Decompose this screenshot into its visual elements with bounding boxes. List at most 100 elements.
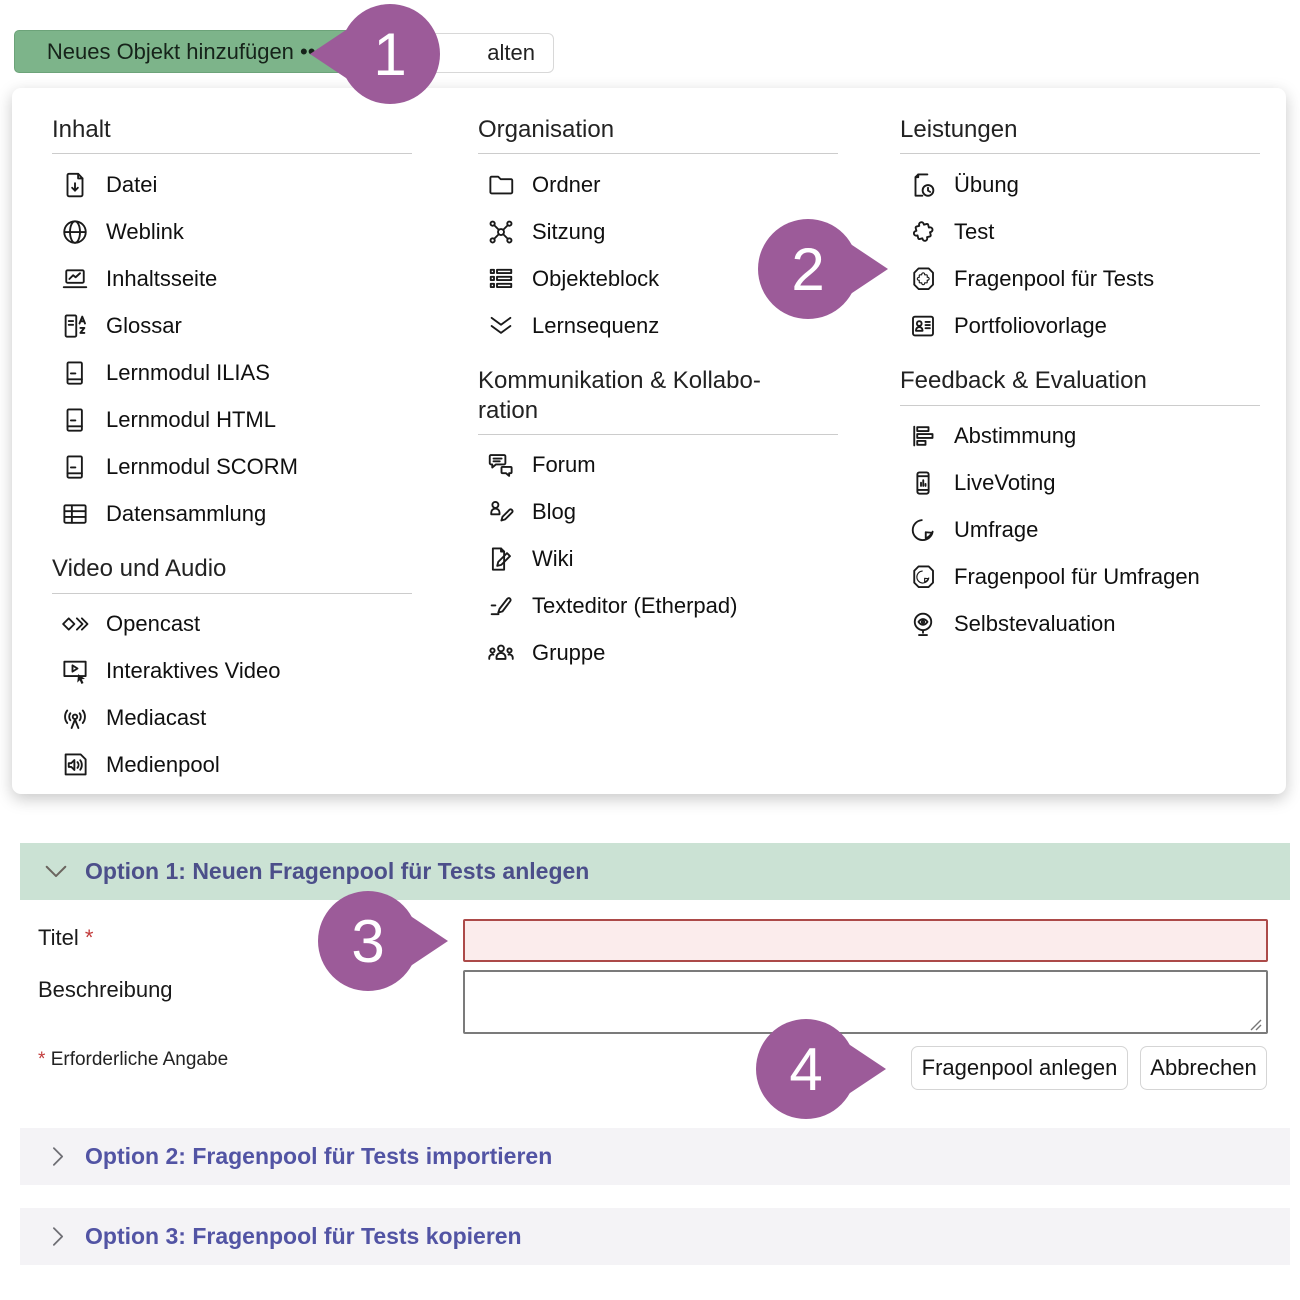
- forum-icon: [486, 450, 516, 480]
- menu-item-weblink[interactable]: Weblink: [52, 208, 412, 255]
- menu-item-label: Lernmodul HTML: [106, 406, 276, 432]
- menu-item-fragenpool-f-r-umfragen[interactable]: Fragenpool für Umfragen: [900, 554, 1260, 601]
- add-new-object-button[interactable]: Neues Objekt hinzufügen •••: [14, 30, 356, 73]
- callout-marker-3: 3: [318, 891, 448, 991]
- contentpage-icon: [60, 264, 90, 294]
- menu-item-lernsequenz[interactable]: Lernsequenz: [478, 302, 838, 349]
- glossary-icon: [60, 311, 90, 341]
- weblink-icon: [60, 217, 90, 247]
- option2-title: Option 2: Fragenpool für Tests importier…: [85, 1143, 553, 1169]
- menu-item-label: Umfrage: [954, 517, 1039, 543]
- marker-number: 3: [351, 908, 384, 975]
- menu-item-label: Mediacast: [106, 705, 207, 731]
- menu-item-fragenpool-f-r-tests[interactable]: Fragenpool für Tests: [900, 255, 1260, 302]
- menu-item-label: LiveVoting: [954, 470, 1056, 496]
- group-icon: [486, 638, 516, 668]
- menu-item-gruppe[interactable]: Gruppe: [478, 630, 838, 677]
- menu-item-selbstevaluation[interactable]: Selbstevaluation: [900, 601, 1260, 648]
- menu-item-label: Glossar: [106, 312, 182, 338]
- cancel-button[interactable]: Abbrechen: [1140, 1046, 1267, 1090]
- chevron-right-icon: [52, 1147, 64, 1166]
- menu-item-glossar[interactable]: Glossar: [52, 302, 412, 349]
- survey-icon: [908, 515, 938, 545]
- opencast-icon: [60, 609, 90, 639]
- itemgroup-icon: [486, 264, 516, 294]
- menu-item-label: Forum: [532, 452, 596, 478]
- qpl-survey-icon: [908, 562, 938, 592]
- menu-item-mediacast[interactable]: Mediacast: [52, 695, 412, 742]
- menu-item-label: Selbstevaluation: [954, 611, 1116, 637]
- menu-section-title: Inhalt: [52, 112, 412, 155]
- menu-item-label: Sitzung: [532, 218, 606, 244]
- menu-item-portfoliovorlage[interactable]: Portfoliovorlage: [900, 302, 1260, 349]
- menu-item-label: Interaktives Video: [106, 658, 281, 684]
- menu-item-umfrage[interactable]: Umfrage: [900, 507, 1260, 554]
- menu-item-livevoting[interactable]: LiveVoting: [900, 460, 1260, 507]
- menu-item-label: Datensammlung: [106, 500, 267, 526]
- option1-accordion-header[interactable]: Option 1: Neuen Fragenpool für Tests anl…: [20, 843, 1290, 900]
- menu-item-lernmodul-ilias[interactable]: Lernmodul ILIAS: [52, 349, 412, 396]
- menu-item-objekteblock[interactable]: Objekteblock: [478, 255, 838, 302]
- menu-item-label: Übung: [954, 171, 1019, 197]
- menu-item-label: Lernsequenz: [532, 312, 660, 338]
- option2-accordion-header[interactable]: Option 2: Fragenpool für Tests importier…: [20, 1128, 1290, 1185]
- menu-item-test[interactable]: Test: [900, 208, 1260, 255]
- book-icon: [60, 452, 90, 482]
- menu-item-label: Inhaltsseite: [106, 265, 218, 291]
- blog-icon: [486, 497, 516, 527]
- menu-item-lernmodul-scorm[interactable]: Lernmodul SCORM: [52, 443, 412, 490]
- title-input[interactable]: [463, 919, 1268, 962]
- menu-item-label: Opencast: [106, 611, 201, 637]
- textarea-resize-handle[interactable]: [1249, 1018, 1263, 1032]
- menu-item--bung[interactable]: Übung: [900, 161, 1260, 208]
- menu-item-label: Datei: [106, 171, 158, 197]
- exercise-icon: [908, 170, 938, 200]
- menu-item-label: Wiki: [532, 546, 574, 572]
- option3-accordion-header[interactable]: Option 3: Fragenpool für Tests kopieren: [20, 1208, 1290, 1265]
- menu-section-title: Leistungen: [900, 112, 1260, 155]
- menu-item-lernmodul-html[interactable]: Lernmodul HTML: [52, 396, 412, 443]
- file-icon: [60, 170, 90, 200]
- menu-item-inhaltsseite[interactable]: Inhaltsseite: [52, 255, 412, 302]
- menu-item-abstimmung[interactable]: Abstimmung: [900, 413, 1260, 460]
- menu-item-wiki[interactable]: Wiki: [478, 536, 838, 583]
- mediacast-icon: [60, 703, 90, 733]
- menu-section-title: Kommunikation & Kollabo- ration: [478, 363, 838, 435]
- toolbar-button-partial[interactable]: alten: [368, 33, 554, 73]
- description-label: Beschreibung: [38, 977, 173, 1002]
- menu-item-forum[interactable]: Forum: [478, 442, 838, 489]
- folder-icon: [486, 170, 516, 200]
- menu-item-datei[interactable]: Datei: [52, 161, 412, 208]
- self-eval-icon: [908, 609, 938, 639]
- menu-item-datensammlung[interactable]: Datensammlung: [52, 490, 412, 537]
- menu-item-texteditor-etherpad-[interactable]: Texteditor (Etherpad): [478, 583, 838, 630]
- etherpad-icon: [486, 591, 516, 621]
- menu-item-sitzung[interactable]: Sitzung: [478, 208, 838, 255]
- menu-item-blog[interactable]: Blog: [478, 489, 838, 536]
- required-asterisk: *: [84, 925, 94, 950]
- chevron-down-icon: [45, 865, 67, 877]
- menu-item-label: Weblink: [106, 218, 184, 244]
- create-question-pool-button[interactable]: Fragenpool anlegen: [911, 1046, 1128, 1090]
- description-textarea[interactable]: [463, 970, 1268, 1034]
- menu-item-label: Texteditor (Etherpad): [532, 593, 738, 619]
- mediapool-icon: [60, 750, 90, 780]
- poll-icon: [908, 421, 938, 451]
- option1-title: Option 1: Neuen Fragenpool für Tests anl…: [85, 858, 590, 884]
- menu-item-label: Lernmodul ILIAS: [106, 359, 270, 385]
- wiki-icon: [486, 544, 516, 574]
- menu-item-interaktives-video[interactable]: Interaktives Video: [52, 648, 412, 695]
- menu-item-medienpool[interactable]: Medienpool: [52, 742, 412, 789]
- menu-item-label: Fragenpool für Umfragen: [954, 564, 1200, 590]
- menu-item-ordner[interactable]: Ordner: [478, 161, 838, 208]
- table-icon: [60, 499, 90, 529]
- portfolio-icon: [908, 311, 938, 341]
- menu-item-opencast[interactable]: Opencast: [52, 601, 412, 648]
